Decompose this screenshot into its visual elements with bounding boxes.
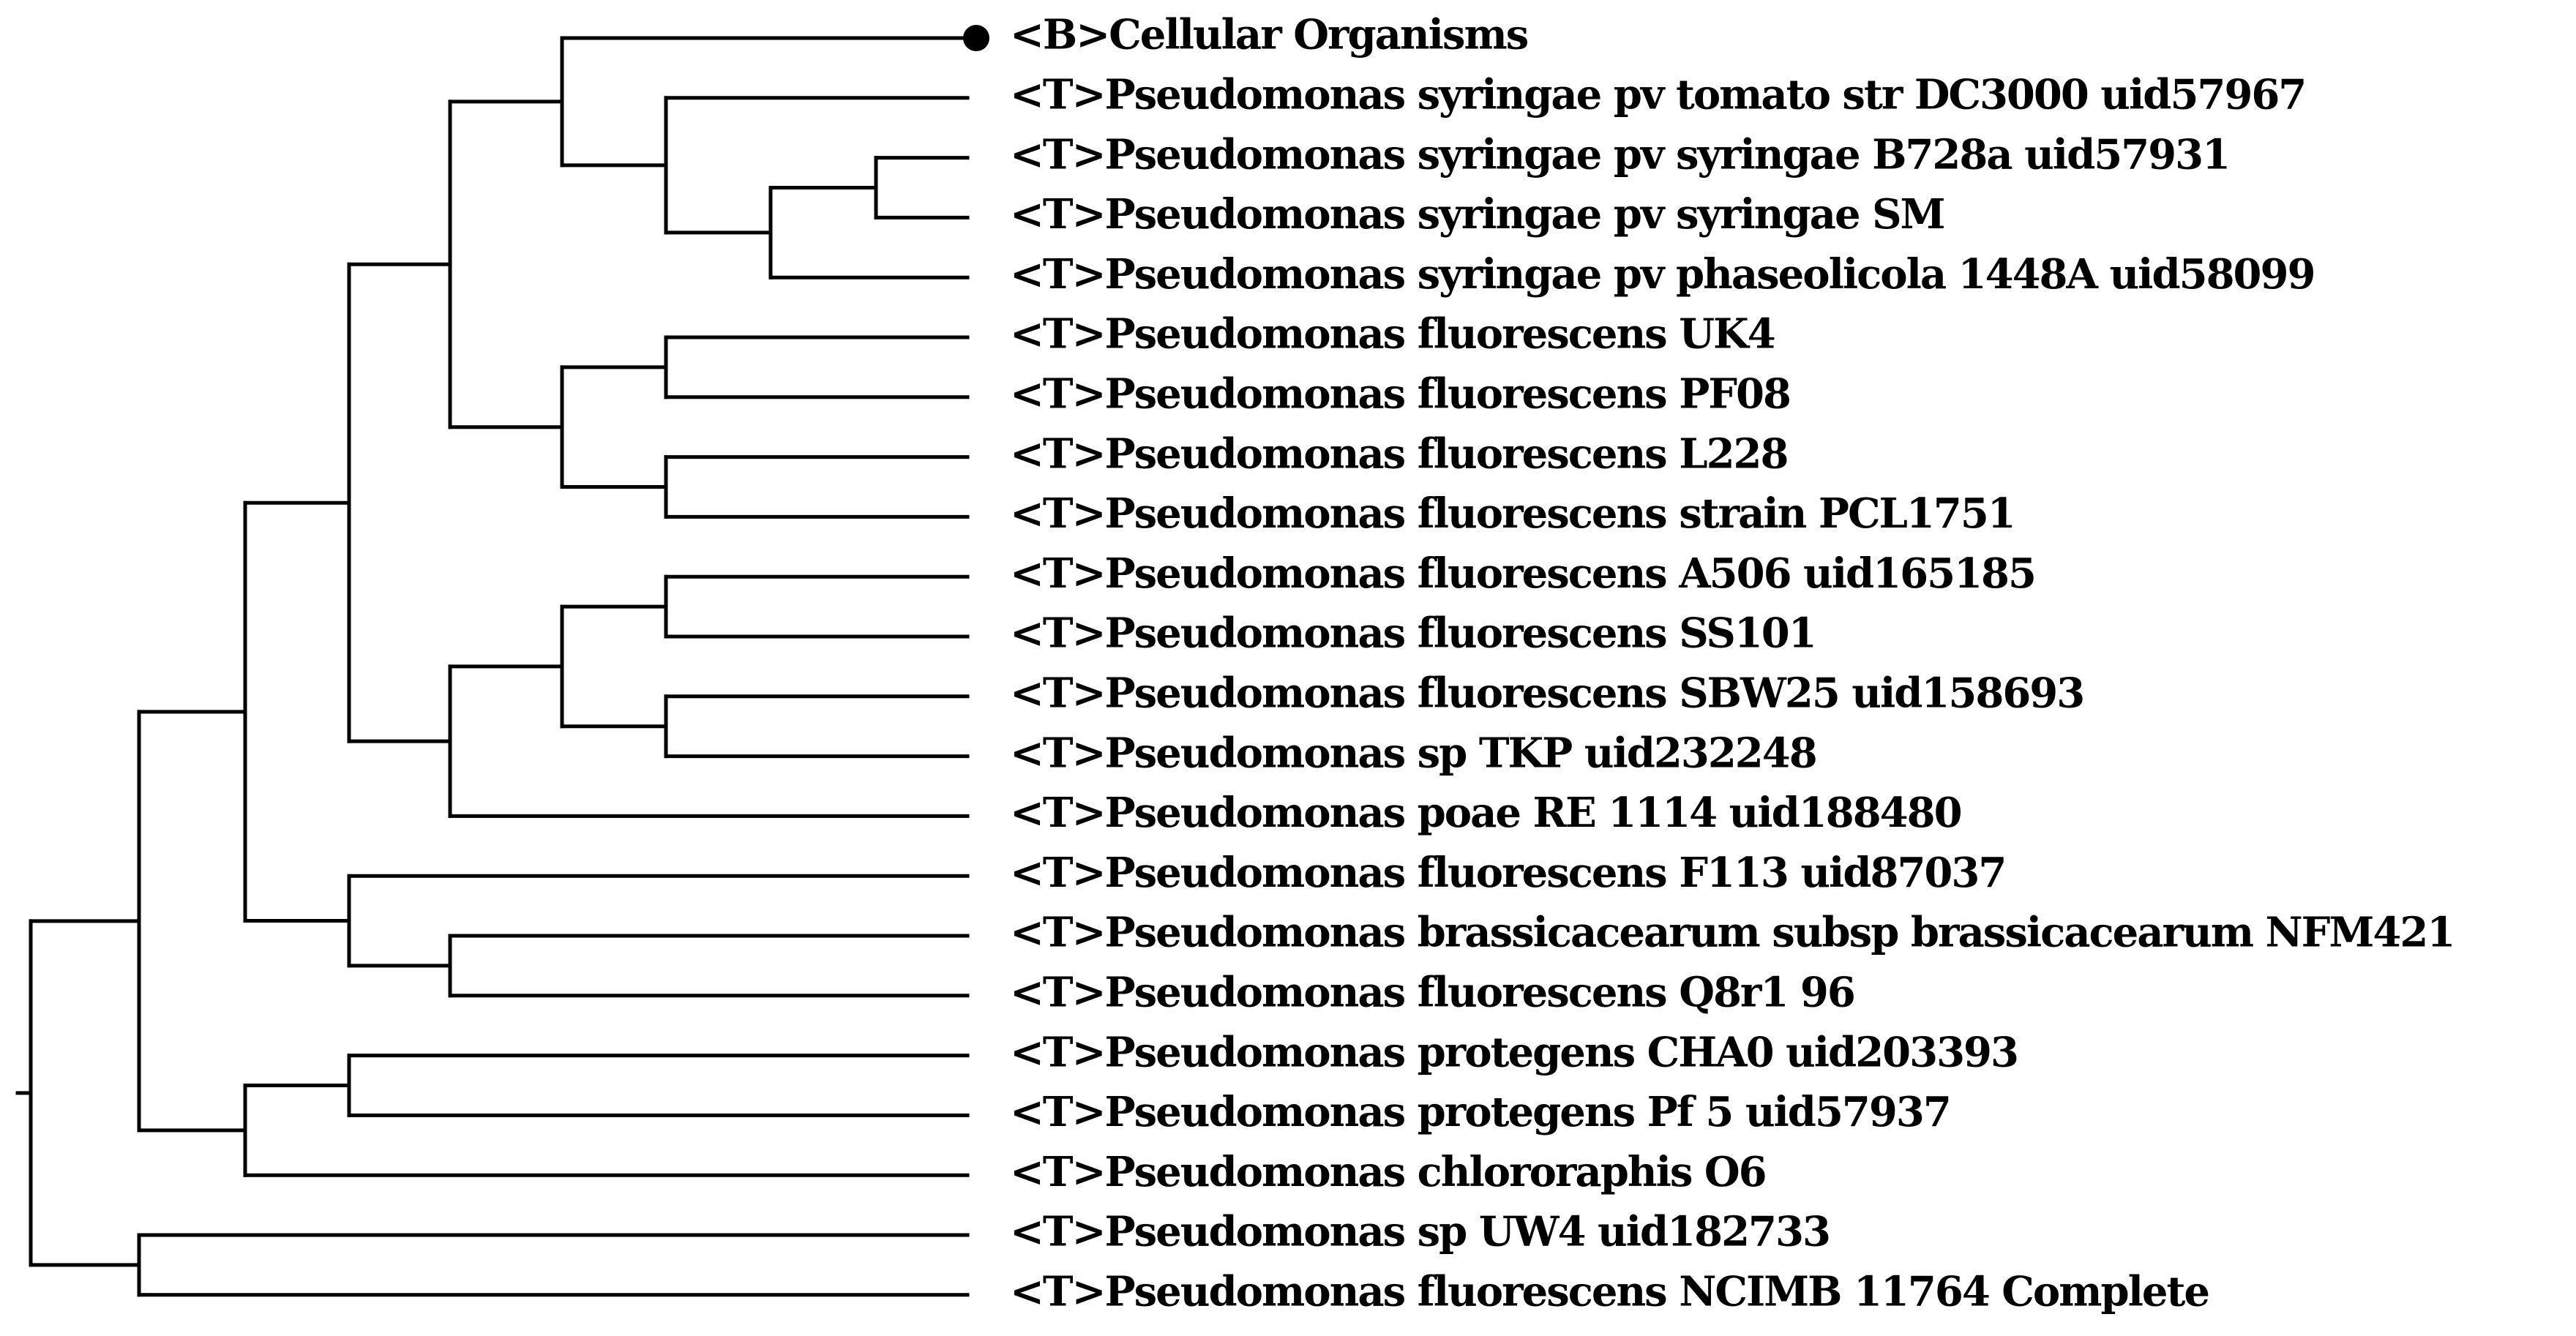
leaf-label: <T>Pseudomonas fluorescens strain PCL175… xyxy=(1010,489,2015,538)
leaf-label: <T>Pseudomonas fluorescens SBW25 uid1586… xyxy=(1010,669,2083,717)
root-marker-icon xyxy=(963,25,989,51)
leaf-label: <T>Pseudomonas brassicacearum subsp bras… xyxy=(1010,909,2454,957)
tree-branches xyxy=(15,25,989,1297)
leaf-label: <B>Cellular Organisms xyxy=(1010,11,1528,59)
leaf-label: <T>Pseudomonas sp TKP uid232248 xyxy=(1010,729,1816,777)
leaf-label: <T>Pseudomonas chlororaphis O6 xyxy=(1010,1148,1766,1196)
leaf-label-highlighted: <T>Pseudomonas fluorescens PF08 xyxy=(1010,369,1790,418)
leaf-label: <T>Pseudomonas sp UW4 uid182733 xyxy=(1010,1208,1830,1256)
leaf-label: <T>Pseudomonas fluorescens F113 uid87037 xyxy=(1010,849,2005,897)
leaf-label: <T>Pseudomonas syringae pv tomato str DC… xyxy=(1010,70,2305,119)
leaf-label: <T>Pseudomonas poae RE 1114 uid188480 xyxy=(1010,789,1961,837)
leaf-label: <T>Pseudomonas syringae pv phaseolicola … xyxy=(1010,250,2314,299)
leaf-label: <T>Pseudomonas protegens CHA0 uid203393 xyxy=(1010,1028,2018,1076)
leaf-label: <T>Pseudomonas protegens Pf 5 uid57937 xyxy=(1010,1088,1950,1136)
leaf-label: <T>Pseudomonas fluorescens A506 uid16518… xyxy=(1010,549,2035,598)
leaf-label: <T>Pseudomonas fluorescens UK4 xyxy=(1010,310,1775,359)
leaf-label: <T>Pseudomonas fluorescens SS101 xyxy=(1010,609,1816,658)
leaf-label: <T>Pseudomonas syringae pv syringae B728… xyxy=(1010,130,2229,179)
leaf-label: <T>Pseudomonas fluorescens L228 xyxy=(1010,429,1787,478)
leaf-label: <T>Pseudomonas fluorescens Q8r1 96 xyxy=(1010,968,1854,1016)
leaf-label: <T>Pseudomonas fluorescens NCIMB 11764 C… xyxy=(1010,1267,2209,1316)
leaf-labels: <B>Cellular Organisms <T>Pseudomonas syri… xyxy=(1010,11,2455,1316)
leaf-label: <T>Pseudomonas syringae pv syringae SM xyxy=(1010,190,1944,239)
